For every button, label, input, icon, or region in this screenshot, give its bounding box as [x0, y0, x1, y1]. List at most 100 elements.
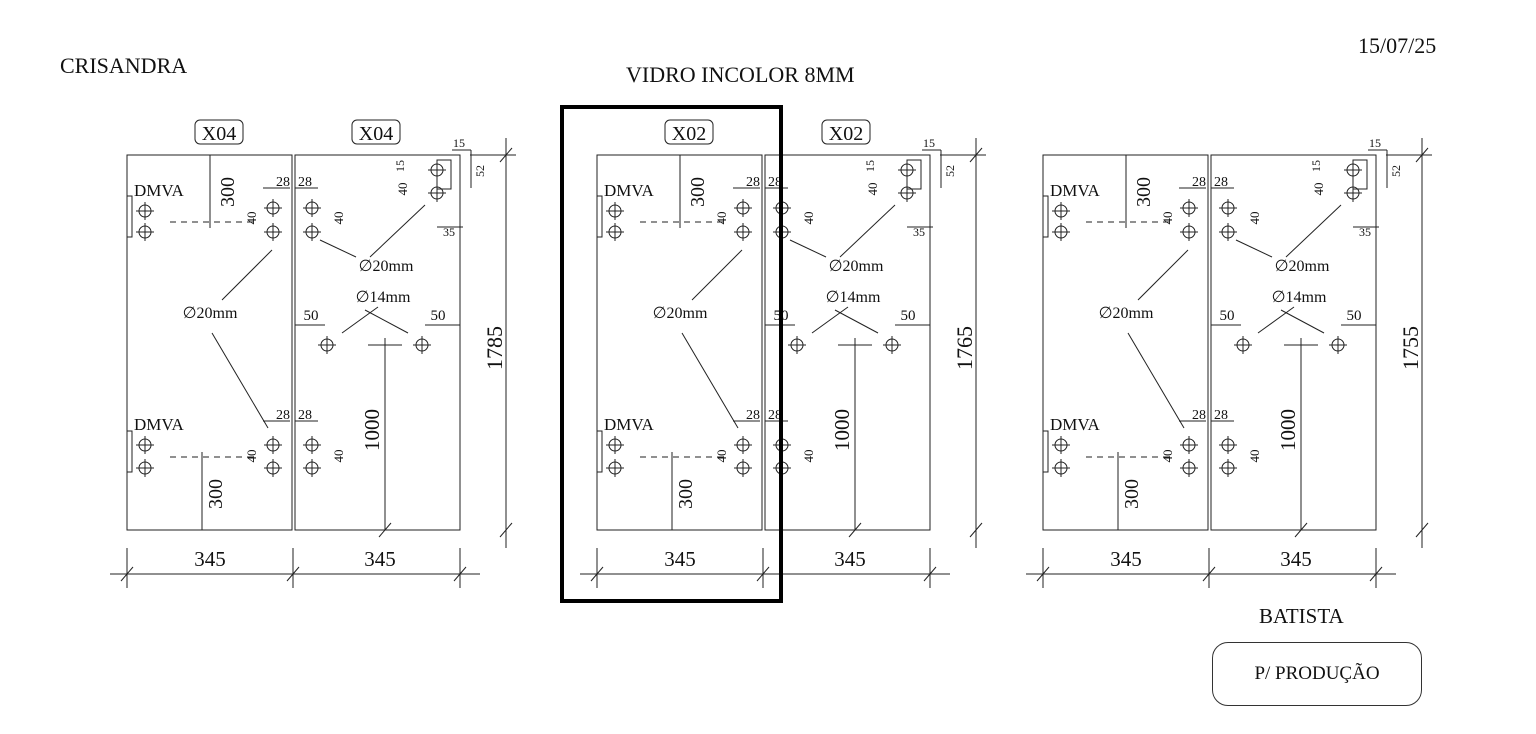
production-button[interactable]: P/ PRODUÇÃO	[1212, 642, 1422, 706]
hinge-label-bottom: DMVA	[604, 415, 654, 434]
dimension-tick	[378, 522, 392, 538]
dimension-tick	[848, 522, 862, 538]
dimension-40: 40	[801, 450, 816, 463]
dimension-40: 40	[1160, 450, 1175, 463]
dimension-tick	[969, 522, 983, 538]
dimension-40: 40	[395, 183, 410, 196]
dimension-15: 15	[1369, 136, 1381, 150]
right-panel-code-frame	[821, 119, 871, 145]
dimension-28: 28	[1192, 175, 1206, 190]
leader-line	[319, 239, 357, 258]
right-hole-label: ∅20mm	[1275, 258, 1330, 275]
dimension-tick	[1036, 566, 1050, 582]
left-width: 345	[664, 547, 696, 571]
dimension-40: 40	[331, 212, 346, 225]
dimension-28: 28	[768, 408, 782, 423]
glass-spec: VIDRO INCOLOR 8MM	[626, 62, 855, 87]
right-panel-code-frame	[351, 119, 401, 145]
dimension-35: 35	[913, 225, 925, 239]
client-name: CRISANDRA	[60, 53, 188, 78]
dimension-300-bottom: 300	[205, 479, 227, 509]
dimension-15: 15	[1309, 160, 1323, 172]
right-panel-outline	[1210, 154, 1377, 531]
hinge-label-bottom: DMVA	[134, 415, 184, 434]
dimension-300-bottom: 300	[675, 479, 697, 509]
leader-line	[1137, 249, 1189, 301]
right-panel-outline	[764, 154, 931, 531]
leader-line	[221, 249, 273, 301]
leader-line	[811, 306, 849, 334]
leader-line	[691, 249, 743, 301]
right-hole-label: ∅20mm	[829, 258, 884, 275]
dimension-28: 28	[276, 408, 290, 423]
dimension-28: 28	[1214, 408, 1228, 423]
dimension-tick	[120, 566, 134, 582]
dimension-1000: 1000	[360, 409, 384, 451]
left-width: 345	[194, 547, 226, 571]
left-hole-label: ∅20mm	[653, 305, 708, 322]
leader-line	[1257, 306, 1295, 334]
drawing-date: 15/07/25	[1358, 33, 1437, 58]
hinge-label-top: DMVA	[134, 181, 184, 200]
left-hole-label: ∅20mm	[1099, 305, 1154, 322]
hinge-label-top: DMVA	[604, 181, 654, 200]
dimension-52: 52	[473, 165, 487, 177]
hinge-notch	[1043, 430, 1049, 473]
small-hole-label: ∅14mm	[356, 289, 411, 306]
dimension-28: 28	[746, 408, 760, 423]
dimension-50: 50	[431, 308, 446, 324]
dimension-40: 40	[1160, 212, 1175, 225]
dimension-35: 35	[1359, 225, 1371, 239]
dimension-tick	[453, 566, 467, 582]
leader-line	[1285, 204, 1342, 258]
dimension-28: 28	[746, 175, 760, 190]
left-panel-code-frame	[664, 119, 714, 145]
hinge-notch	[1043, 195, 1049, 238]
hinge-label-bottom: DMVA	[1050, 415, 1100, 434]
dimension-300-top: 300	[1133, 177, 1155, 207]
hinge-label-top: DMVA	[1050, 181, 1100, 200]
corner-bracket	[906, 159, 922, 190]
leader-line	[834, 309, 879, 334]
dimension-15: 15	[453, 136, 465, 150]
dimension-40: 40	[714, 450, 729, 463]
dimension-300-bottom: 300	[1121, 479, 1143, 509]
leader-line	[1235, 239, 1273, 258]
hinge-notch	[597, 195, 603, 238]
right-width: 345	[1280, 547, 1312, 571]
small-hole-label: ∅14mm	[1272, 289, 1327, 306]
dimension-50: 50	[1220, 308, 1235, 324]
hinge-notch	[127, 195, 133, 238]
left-panel-code: X04	[202, 123, 236, 145]
dimension-28: 28	[768, 175, 782, 190]
right-width: 345	[364, 547, 396, 571]
dimension-52: 52	[943, 165, 957, 177]
dimension-28: 28	[276, 175, 290, 190]
overall-height: 1785	[482, 326, 507, 370]
corner-bracket	[1352, 159, 1368, 190]
dimension-tick	[756, 566, 770, 582]
left-panel-code: X02	[672, 123, 706, 145]
overall-height: 1765	[952, 326, 977, 370]
dimension-28: 28	[298, 175, 312, 190]
dimension-tick	[1294, 522, 1308, 538]
leader-line	[789, 239, 827, 258]
dimension-tick	[1415, 522, 1429, 538]
dimension-tick	[923, 566, 937, 582]
selection-frame	[560, 105, 783, 603]
dimension-35: 35	[443, 225, 455, 239]
dimension-15: 15	[923, 136, 935, 150]
dimension-300-top: 300	[687, 177, 709, 207]
dimension-40: 40	[714, 212, 729, 225]
dimension-15: 15	[863, 160, 877, 172]
dimension-tick	[1369, 566, 1383, 582]
dimension-28: 28	[298, 408, 312, 423]
hinge-notch	[597, 430, 603, 473]
leader-line	[1280, 309, 1325, 334]
dimension-52: 52	[1389, 165, 1403, 177]
dimension-1000: 1000	[1276, 409, 1300, 451]
dimension-tick	[590, 566, 604, 582]
